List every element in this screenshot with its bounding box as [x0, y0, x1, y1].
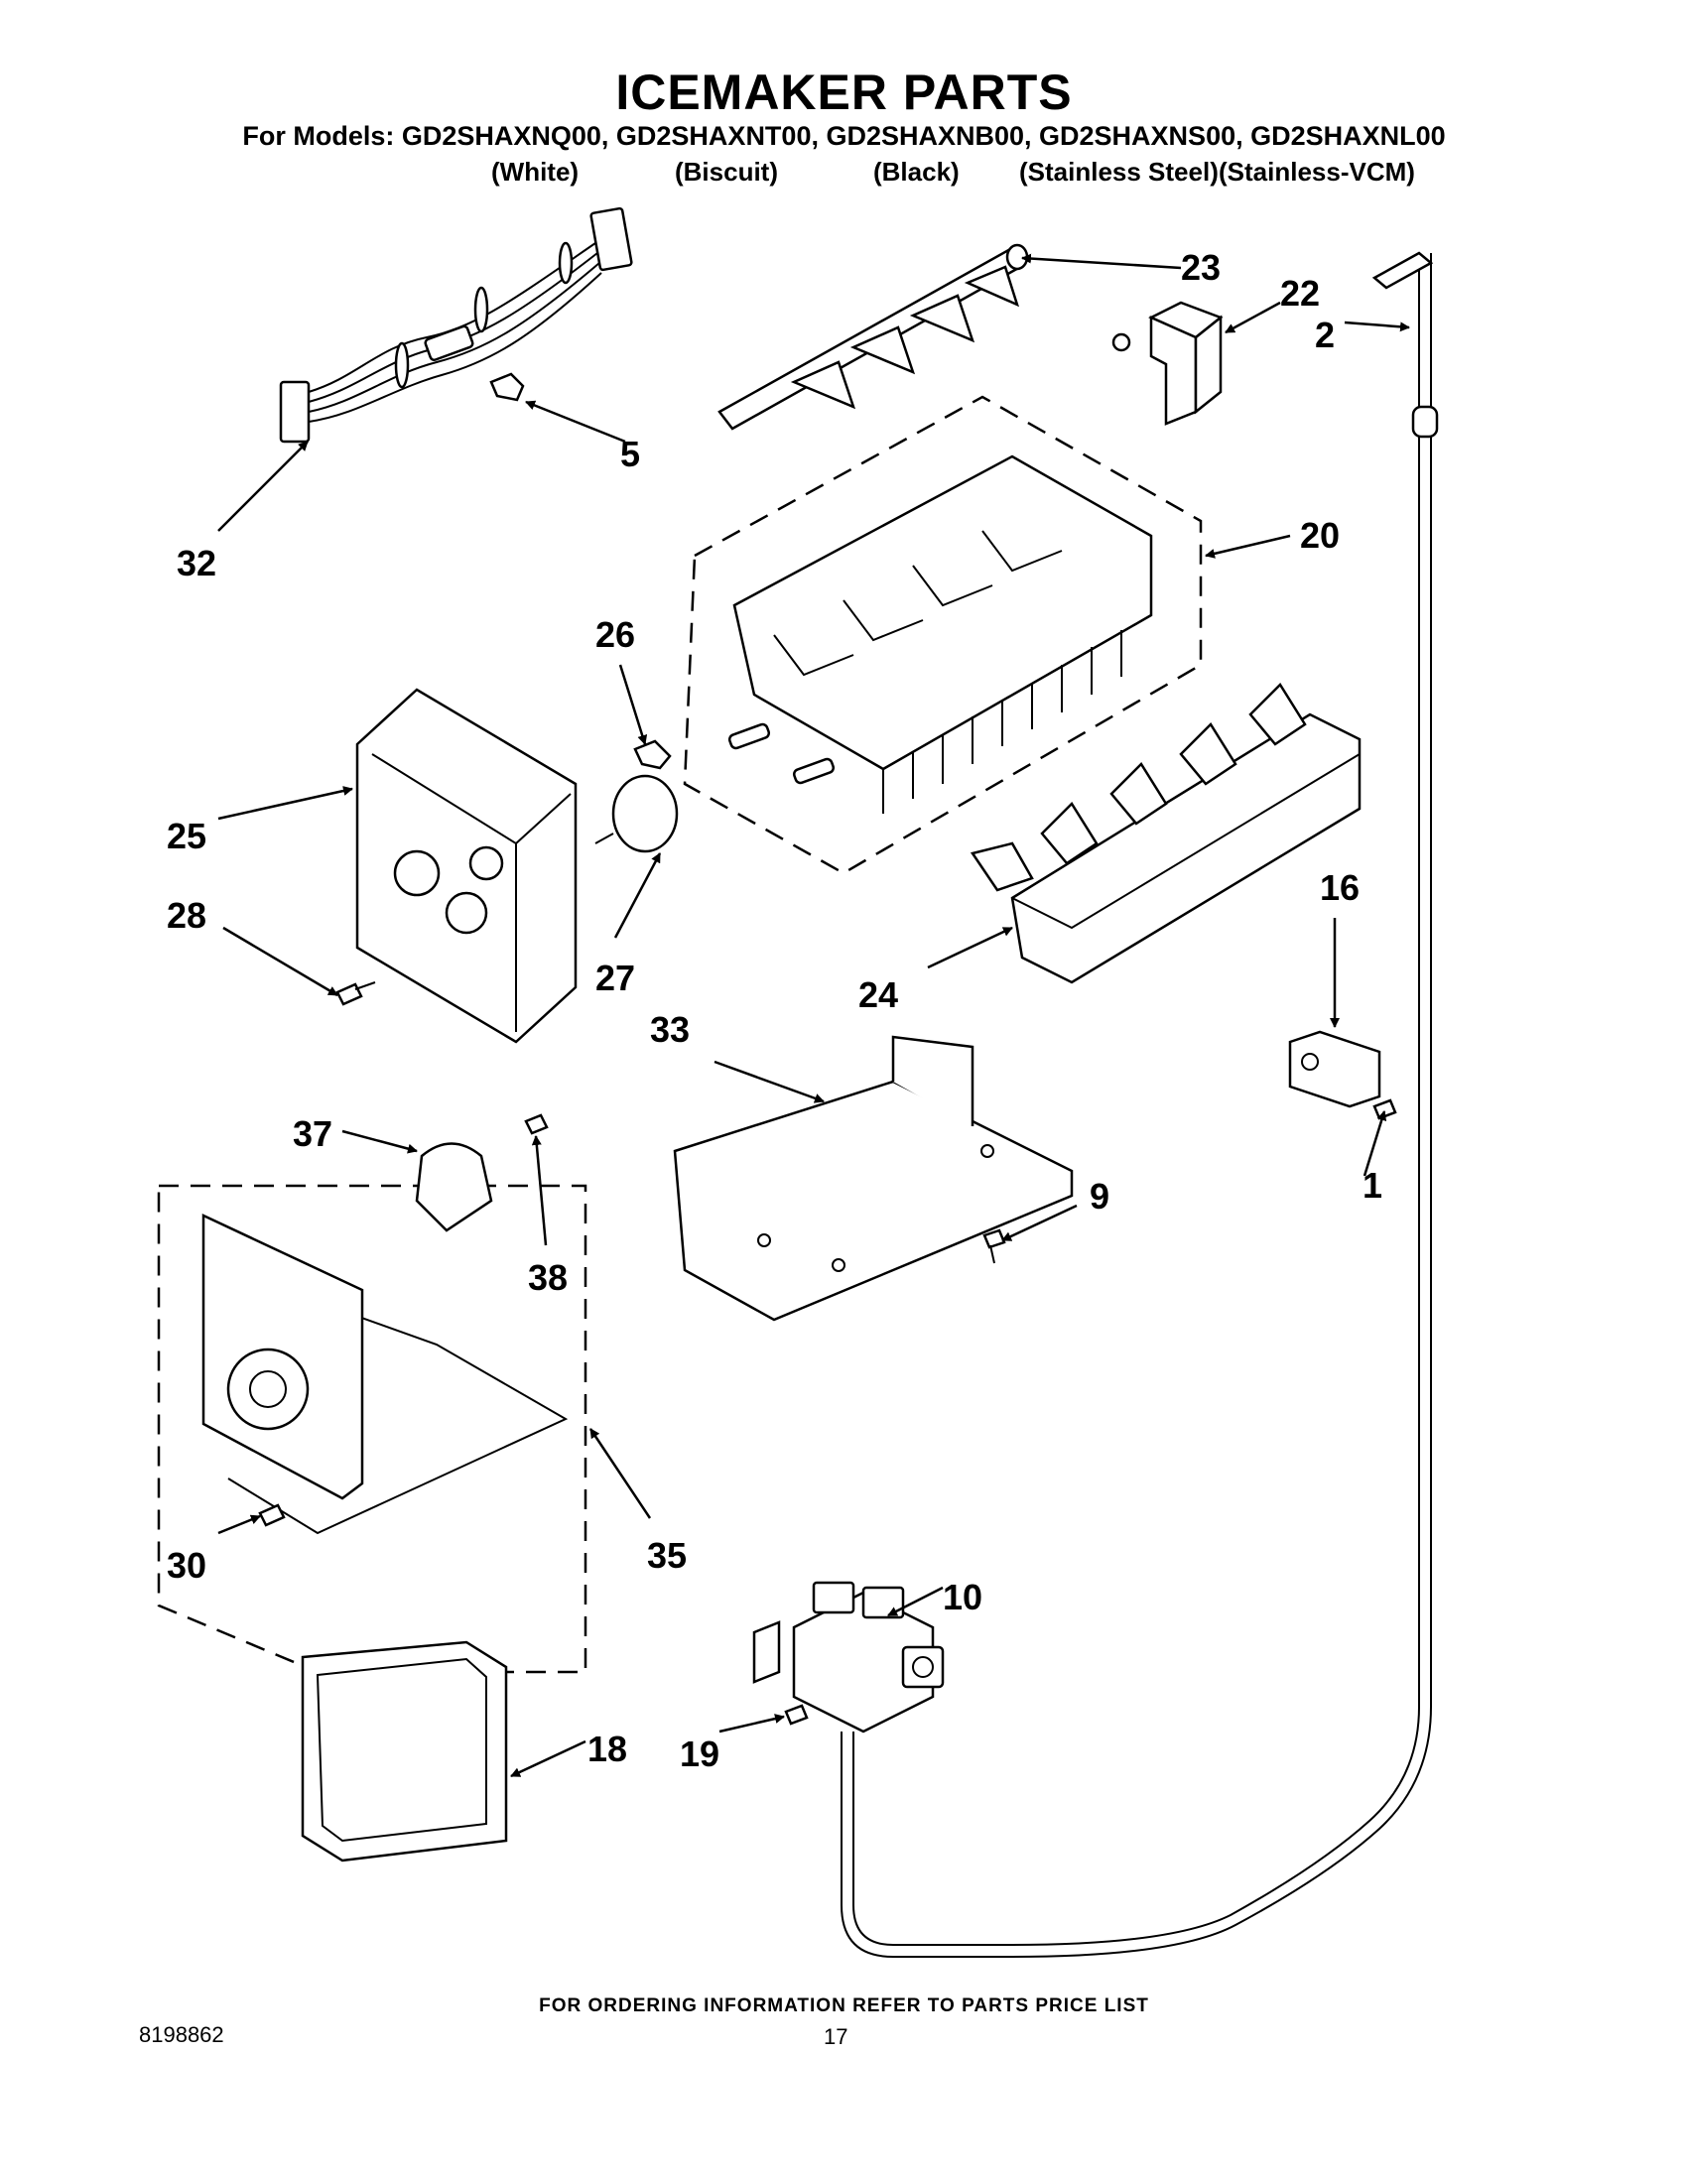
fill-tube-part — [841, 251, 1439, 1958]
page-number: 17 — [824, 2024, 848, 2049]
stripper-part — [970, 683, 1362, 984]
callout-18: 18 — [587, 1729, 627, 1769]
callout-16: 16 — [1320, 867, 1360, 908]
front-cover-part — [355, 688, 578, 1044]
clip-16-part — [1288, 1030, 1381, 1108]
ejector-shaft-part — [717, 243, 1029, 431]
callout-10: 10 — [943, 1577, 982, 1617]
callout-23: 23 — [1181, 247, 1221, 288]
callout-1: 1 — [1363, 1165, 1382, 1206]
callout-32: 32 — [177, 543, 216, 583]
wire-harness-part — [279, 206, 633, 444]
callout-27: 27 — [595, 958, 635, 998]
callout-5: 5 — [620, 434, 640, 474]
callout-9: 9 — [1090, 1176, 1109, 1217]
callout-26: 26 — [595, 614, 635, 655]
callout-25: 25 — [167, 816, 206, 856]
callout-35: 35 — [647, 1535, 687, 1576]
variant-black: (Black) — [873, 157, 960, 187]
variant-biscuit: (Biscuit) — [675, 157, 778, 187]
front-panel-part — [301, 1640, 508, 1863]
screw-30-part — [258, 1503, 286, 1527]
variant-white: (White) — [491, 157, 580, 187]
mold-assembly-part — [683, 395, 1203, 875]
screw-28-part — [335, 981, 376, 1006]
screw-19-part — [784, 1704, 809, 1726]
callout-38: 38 — [528, 1257, 568, 1298]
callout-2: 2 — [1315, 315, 1335, 355]
callout-33: 33 — [650, 1009, 690, 1050]
screw-1-part — [1372, 1098, 1397, 1120]
harness-clip-part — [489, 372, 525, 402]
callout-20: 20 — [1300, 515, 1340, 556]
water-valve-part — [752, 1581, 945, 1734]
variant-stainless-steel: (Stainless Steel) — [1019, 157, 1219, 187]
page-title: ICEMAKER PARTS — [615, 64, 1073, 120]
models-line: For Models: GD2SHAXNQ00, GD2SHAXNT00, GD… — [242, 121, 1446, 151]
fill-cup-bracket-part — [1111, 301, 1224, 426]
callout-28: 28 — [167, 895, 206, 936]
callout-30: 30 — [167, 1545, 206, 1586]
callout-37: 37 — [293, 1113, 332, 1154]
callout-22: 22 — [1280, 273, 1320, 314]
thermostat-part — [594, 774, 679, 853]
thermostat-clip-part — [633, 739, 672, 770]
callout-24: 24 — [858, 974, 898, 1015]
bottom-cover-part — [673, 1035, 1074, 1322]
document-number: 8198862 — [139, 2022, 224, 2047]
motor-assembly-part — [157, 1113, 587, 1674]
ordering-note: FOR ORDERING INFORMATION REFER TO PARTS … — [539, 1995, 1149, 2016]
callout-19: 19 — [680, 1734, 719, 1774]
variant-stainless-vcm: (Stainless-VCM) — [1219, 157, 1415, 187]
screw-9-part — [982, 1228, 1006, 1264]
